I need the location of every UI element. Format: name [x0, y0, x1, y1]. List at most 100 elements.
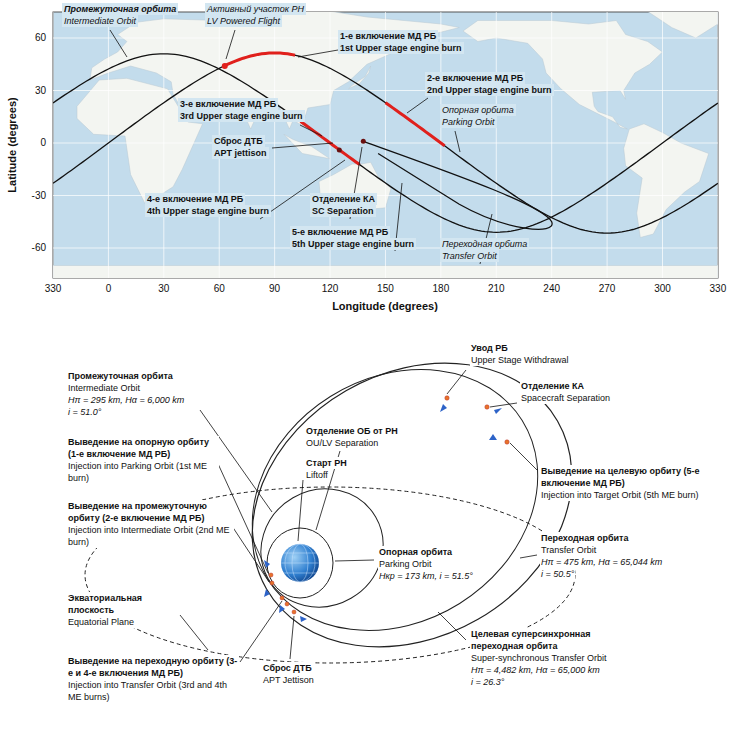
axis-tick: 120 — [322, 283, 339, 295]
map-graphic — [640, 12, 718, 38]
map-graphic — [551, 12, 552, 278]
axis-title: Latitude (degrees) — [6, 97, 18, 192]
callout-label: Активный участок РН — [205, 3, 306, 15]
globe — [281, 544, 319, 582]
callout-label: 2nd Upper stage engine burn — [425, 84, 554, 96]
axis-tick: 300 — [654, 283, 671, 295]
callout-label: Сброс ДТБ — [212, 135, 265, 147]
callout-label: 1-е включение МД РБ — [338, 30, 438, 42]
callout-label: 2-е включение МД РБ — [425, 72, 525, 84]
callout-label: Equatorial Plane — [67, 616, 135, 628]
callout-label: Hкр = 173 km, i = 51.5° — [378, 570, 474, 582]
callout-label: 4th Upper stage engine burn — [145, 205, 271, 217]
map-graphic — [272, 143, 333, 148]
axis-tick: 60 — [35, 32, 46, 44]
callout-label: Parking Orbit — [378, 558, 433, 570]
callout-label: Выведение на опорную орбиту (1-е включен… — [67, 436, 219, 460]
callout-label: Hπ = 475 km, Hα = 65,044 km — [540, 556, 663, 568]
callout-label: Сброс ДТБ — [262, 662, 313, 674]
axis-tick: 30 — [35, 85, 46, 97]
map-graphic — [298, 50, 338, 57]
callout-label: Увод РБ — [470, 342, 509, 354]
axis-tick: -30 — [32, 190, 46, 202]
callout-label: 3-е включение МД РБ — [178, 98, 278, 110]
callout-label: Injection into Transfer Orbit (3rd and 4… — [67, 679, 239, 703]
callout-label: Hπ = 4,482 km, Hα = 65,000 km — [470, 664, 601, 676]
callout-label: Отделение ОБ от РН — [305, 425, 399, 437]
callout-label: APT jettison — [212, 147, 269, 159]
axis-tick: 150 — [377, 283, 394, 295]
axis-title: Longitude (degrees) — [332, 300, 438, 312]
map-graphic — [222, 63, 228, 69]
map-graphic — [225, 53, 295, 66]
map-graphic — [53, 54, 718, 233]
map-graphic — [53, 143, 718, 144]
callout-label: Liftoff — [305, 469, 329, 481]
callout-label: Injection into Parking Orbit (1st ME bur… — [67, 460, 219, 484]
callout-label: Опорная орбита — [440, 104, 516, 116]
callout-label: Injection into Intermediate Orbit (2nd M… — [67, 524, 234, 548]
map-graphic — [226, 30, 235, 59]
axis-tick: 240 — [543, 283, 560, 295]
callout-label: Super-synchronous Transfer Orbit — [470, 652, 608, 664]
callout-label: 4-е включение МД РБ — [145, 193, 245, 205]
callout-label: i = 51.0° — [67, 406, 102, 418]
callout-label: i = 50.5° — [540, 568, 575, 580]
map-graphic — [363, 141, 552, 229]
callout-label: Spacecraft Separation — [520, 392, 611, 404]
callout-label: SC Separation — [310, 205, 376, 217]
callout-label: Переходная орбита — [440, 238, 529, 250]
map-graphic — [53, 53, 718, 233]
map-graphic — [110, 30, 127, 57]
axis-tick: 180 — [433, 283, 450, 295]
map-graphic — [337, 148, 342, 153]
callout-label: Intermediate Orbit — [62, 15, 138, 27]
axis-tick: 0 — [40, 137, 46, 149]
map-graphic — [717, 12, 718, 278]
callout-label: Hπ = 295 km, Hα = 6,000 km — [67, 394, 185, 406]
axis-tick: 90 — [269, 283, 280, 295]
axis-tick: 330 — [710, 283, 727, 295]
callout-label: Отделение КА — [520, 380, 585, 392]
callout-label: i = 26.3° — [470, 676, 505, 688]
callout-label: Injection into Target Orbit (5th ME burn… — [540, 489, 702, 501]
callout-label: Parking Orbit — [440, 116, 497, 128]
axis-tick: 270 — [599, 283, 616, 295]
callout-label: 5-е включение МД РБ — [290, 226, 390, 238]
callout-label: Выведение на промежуточную орбиту (2-е в… — [67, 500, 234, 524]
axis-tick: 210 — [488, 283, 505, 295]
callout-label: Целевая суперсинхронная переходная орбит… — [470, 628, 622, 652]
axis-tick: 60 — [214, 283, 225, 295]
map-graphic — [108, 12, 109, 278]
callout-label: Отделение КА — [310, 193, 377, 205]
callout-label: Промежуточная орбита — [67, 370, 174, 382]
callout-label: Upper Stage Withdrawal — [470, 354, 570, 366]
callout-label: Экваториальная плоскость — [67, 592, 179, 616]
axis-tick: 330 — [45, 283, 62, 295]
axis-tick: 30 — [158, 283, 169, 295]
map-graphic — [455, 131, 460, 152]
callout-label: Intermediate Orbit — [67, 382, 141, 394]
callout-label: Transfer Orbit — [440, 250, 499, 262]
map-graphic — [361, 139, 366, 144]
event-points — [269, 396, 509, 614]
map-graphic — [386, 103, 445, 146]
callout-label: LV Powered Flight — [205, 15, 282, 27]
callout-label: Transfer Orbit — [540, 544, 597, 556]
map-graphic — [53, 90, 718, 91]
axis-tick: -60 — [32, 242, 46, 254]
callout-label: Промежуточная орбита — [62, 3, 178, 15]
callout-label: Опорная орбита — [378, 546, 453, 558]
target-orbit — [201, 307, 624, 704]
callout-label: Старт РН — [305, 457, 348, 469]
map-graphic — [407, 98, 428, 113]
callout-label: OU/LV Separation — [305, 437, 379, 449]
map-graphic — [53, 12, 54, 278]
map-graphic — [300, 125, 322, 136]
map-graphic — [53, 12, 718, 278]
callout-label: Выведение на целевую орбиту (5-е включен… — [540, 465, 702, 489]
map-graphic — [163, 12, 164, 278]
callout-label: Выведение на переходную орбиту (3-е и 4-… — [67, 655, 239, 679]
axis-tick: 0 — [106, 283, 112, 295]
